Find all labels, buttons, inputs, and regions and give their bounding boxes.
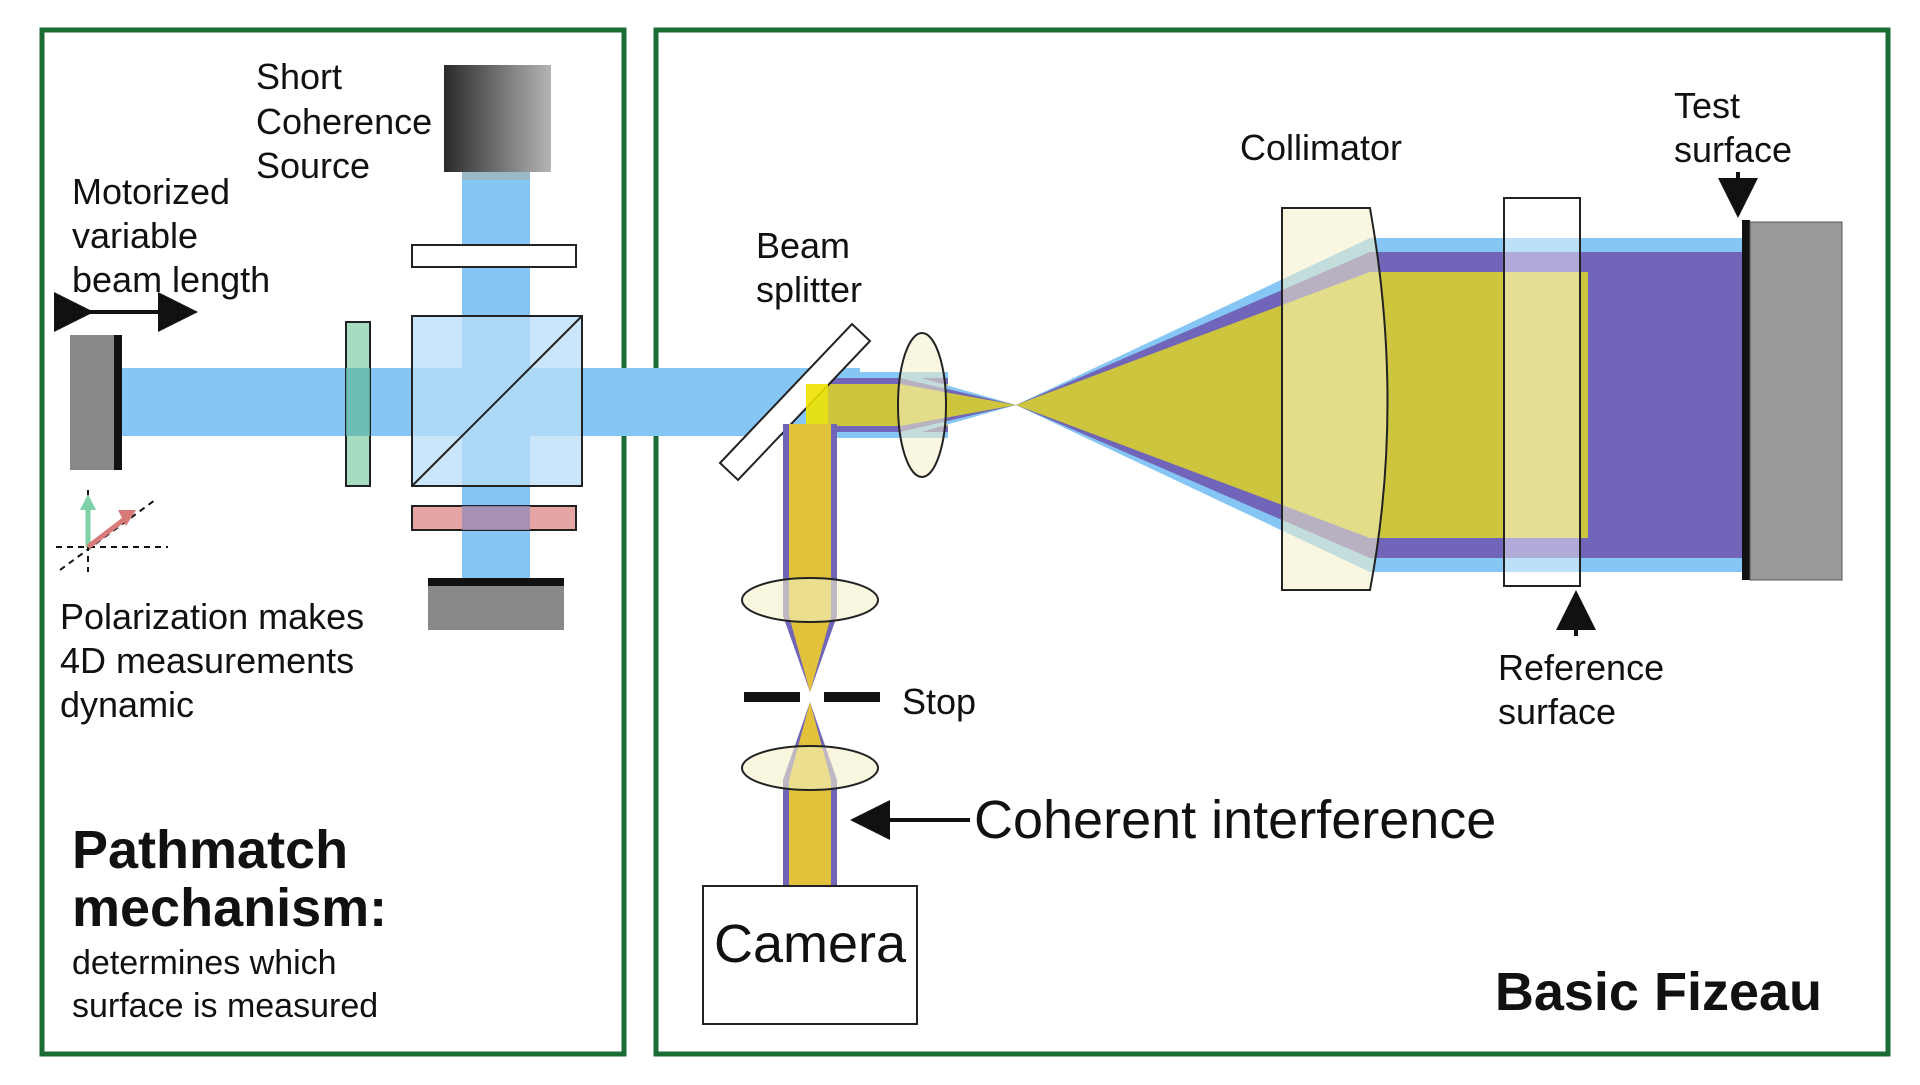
test-surface-block xyxy=(1749,221,1843,581)
polarizing-beam-splitter-cube xyxy=(411,315,583,487)
stop-left xyxy=(744,692,800,702)
motorized-mirror-label: Motorized variable beam length xyxy=(72,171,270,300)
fizeau-panel-frame xyxy=(653,27,1891,1057)
converging-to-stop-yellow xyxy=(789,616,831,692)
upper-plate xyxy=(411,244,577,268)
collimator-lens xyxy=(1281,207,1389,591)
collimated-yellow-beam xyxy=(1370,272,1588,538)
test-surface-label: Test surface xyxy=(1674,85,1792,170)
green-waveplate-overlap xyxy=(346,368,370,436)
camera-label: Camera xyxy=(714,914,907,974)
camera-box xyxy=(702,885,918,1025)
beam-splitter-label: Beam splitter xyxy=(756,225,862,310)
polarization-axes-icon xyxy=(56,490,168,572)
motorized-mirror-surface xyxy=(114,335,122,470)
reference-surface-plate xyxy=(1503,197,1581,587)
pathmatch-title: Pathmatch mechanism: xyxy=(72,820,387,938)
lower-vertical-lens xyxy=(741,745,879,791)
short-coherence-source xyxy=(444,65,551,172)
polarization-label: Polarization makes 4D measurements dynam… xyxy=(60,596,374,725)
stop-right xyxy=(824,692,880,702)
source-aperture xyxy=(462,172,530,180)
reference-surface-label: Reference surface xyxy=(1498,647,1674,732)
camera-beam-yellow xyxy=(789,780,831,886)
stop-label: Stop xyxy=(902,681,976,722)
test-surface-mirror xyxy=(1742,220,1750,580)
bottom-block xyxy=(428,586,564,630)
motorized-mirror-block xyxy=(70,335,114,470)
pathmatch-subtitle: determines which surface is measured xyxy=(72,944,378,1025)
pathmatch-panel-frame xyxy=(39,27,627,1057)
fizeau-title: Basic Fizeau xyxy=(1495,962,1822,1022)
upper-vertical-lens xyxy=(741,577,879,623)
collimator-label: Collimator xyxy=(1240,127,1402,168)
bottom-mirror xyxy=(428,578,564,586)
coherent-interference-label: Coherent interference xyxy=(974,790,1496,850)
beam-splitter-highlight xyxy=(806,384,828,426)
beam-splitter-plate xyxy=(718,322,872,482)
source-label: Short Coherence Source xyxy=(256,56,442,186)
focusing-lens xyxy=(897,332,947,478)
cube-diagonal xyxy=(411,315,583,487)
pink-waveplate-overlap xyxy=(462,506,530,530)
